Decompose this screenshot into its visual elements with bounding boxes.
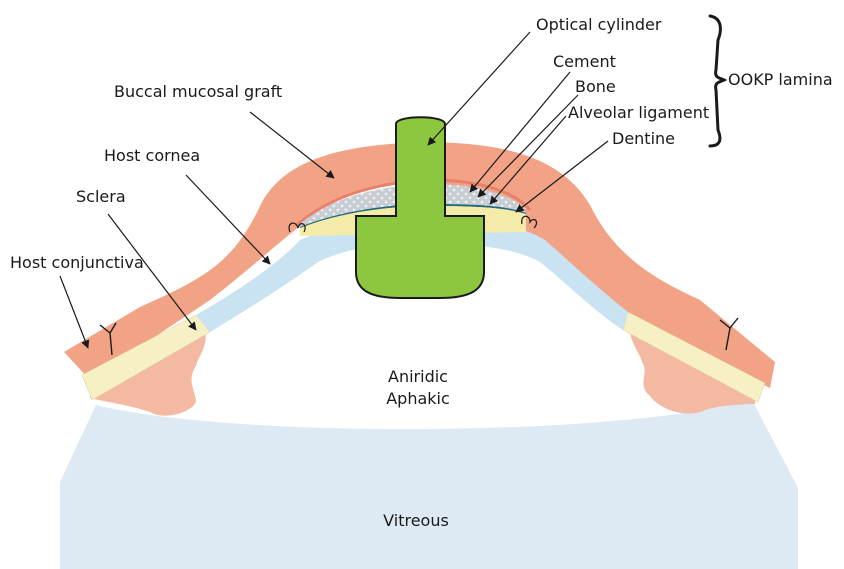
label-vitreous: Vitreous [383, 511, 449, 530]
ookp-brace [710, 16, 724, 146]
leader-buccal-mucosal-graft [250, 112, 334, 178]
label-dentine: Dentine [612, 129, 675, 148]
label-alveolar-ligament: Alveolar ligament [568, 103, 709, 122]
label-aniridic: Aniridic [388, 367, 448, 386]
label-host-conjunctiva: Host conjunctiva [10, 253, 144, 272]
label-bone: Bone [575, 77, 616, 96]
label-aphakic: Aphakic [386, 389, 450, 408]
label-host-cornea: Host cornea [104, 146, 200, 165]
vitreous-region [60, 400, 798, 569]
label-optical-cylinder: Optical cylinder [536, 15, 662, 34]
label-buccal-mucosal-graft: Buccal mucosal graft [114, 82, 282, 101]
leader-optical-cylinder [428, 32, 530, 145]
label-cement: Cement [553, 52, 616, 71]
label-ookp-lamina: OOKP lamina [728, 70, 833, 89]
label-sclera: Sclera [76, 187, 126, 206]
leader-host-conjunctiva [60, 276, 88, 348]
